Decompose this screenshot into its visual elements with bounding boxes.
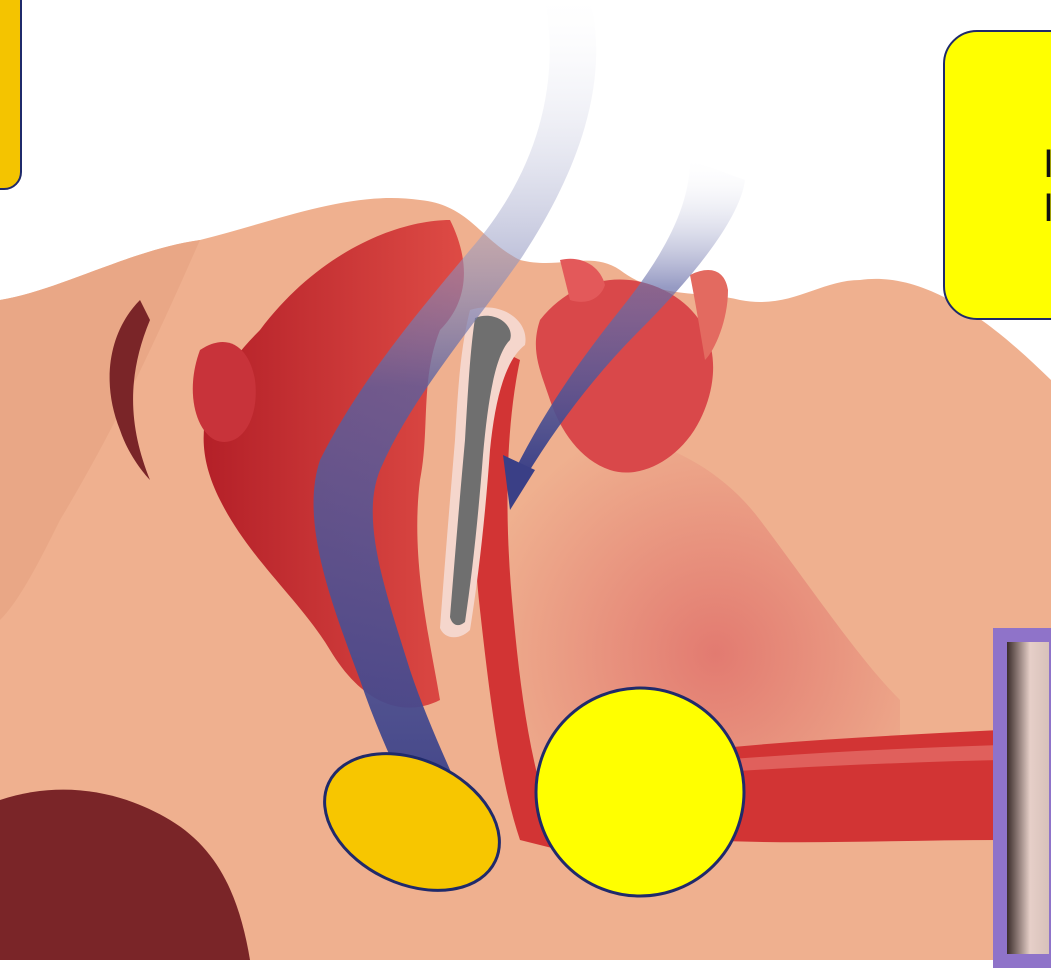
highlight-circle-marker <box>536 688 744 896</box>
callout-left <box>0 0 22 190</box>
callout-right-text: I I <box>1043 142 1051 230</box>
callout-right: I I <box>943 30 1051 320</box>
photo-panel <box>993 628 1051 968</box>
turbinate <box>193 342 256 442</box>
